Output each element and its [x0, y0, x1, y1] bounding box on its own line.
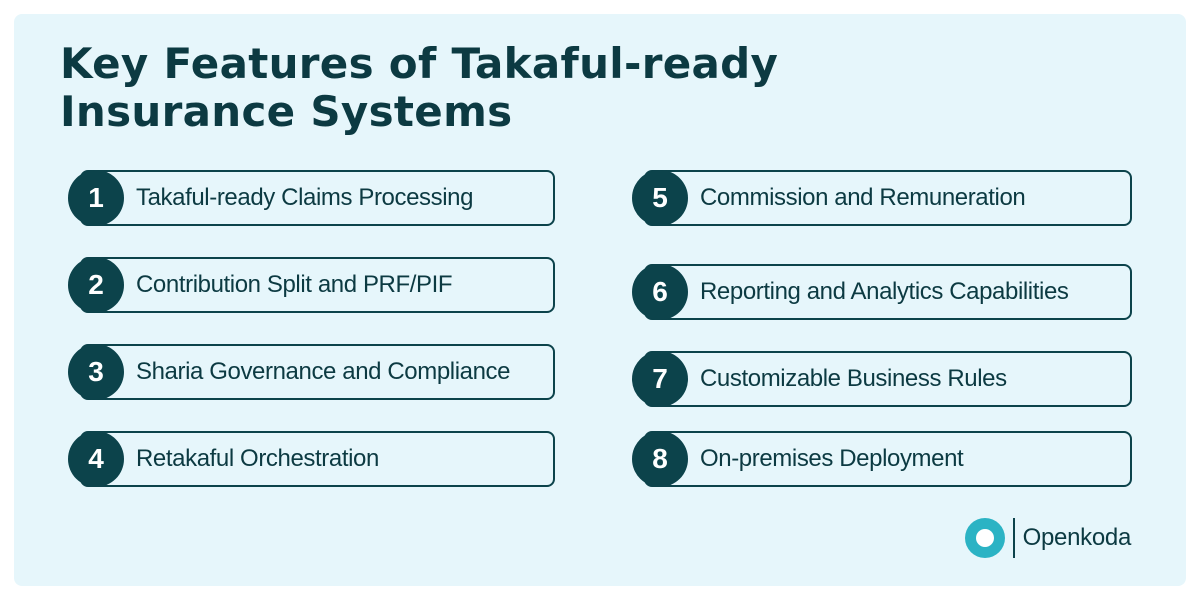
page-title: Key Features of Takaful-ready Insurance … — [60, 40, 880, 136]
feature-label: Reporting and Analytics Capabilities — [700, 278, 1069, 305]
logo-brand-name: Openkoda — [1022, 524, 1132, 551]
feature-pill — [80, 431, 555, 487]
feature-number-badge: 3 — [68, 344, 124, 400]
title-line-2: Insurance Systems — [60, 87, 513, 136]
feature-number-badge: 6 — [632, 264, 688, 320]
feature-label: Takaful-ready Claims Processing — [136, 184, 474, 211]
feature-item-5: 5 Commission and Remuneration — [632, 170, 1132, 226]
feature-item-1: 1 Takaful-ready Claims Processing — [68, 170, 555, 226]
feature-item-8: 8 On-premises Deployment — [632, 431, 1132, 487]
feature-label: Retakaful Orchestration — [136, 445, 379, 472]
feature-label: Commission and Remuneration — [700, 184, 1026, 211]
feature-number-badge: 4 — [68, 431, 124, 487]
feature-pill — [80, 257, 555, 313]
feature-pill — [644, 351, 1132, 407]
logo-ring-hole — [975, 529, 994, 547]
feature-item-6: 6 Reporting and Analytics Capabilities — [632, 264, 1132, 320]
feature-item-7: 7 Customizable Business Rules — [632, 351, 1132, 407]
feature-item-2: 2 Contribution Split and PRF/PIF — [68, 257, 555, 313]
feature-pill — [644, 431, 1132, 487]
feature-label: Sharia Governance and Compliance — [136, 358, 511, 385]
openkoda-logo: Openkoda — [964, 518, 1132, 558]
feature-label: Contribution Split and PRF/PIF — [136, 271, 453, 298]
feature-label: On-premises Deployment — [700, 445, 964, 472]
feature-item-4: 4 Retakaful Orchestration — [68, 431, 555, 487]
feature-label: Customizable Business Rules — [700, 365, 1007, 392]
feature-number-badge: 1 — [68, 170, 124, 226]
feature-pill — [80, 170, 555, 226]
feature-item-3: 3 Sharia Governance and Compliance — [68, 344, 555, 400]
feature-number-badge: 7 — [632, 351, 688, 407]
feature-number-badge: 2 — [68, 257, 124, 313]
openkoda-ring-icon — [964, 518, 1005, 558]
feature-number-badge: 5 — [632, 170, 688, 226]
title-line-1: Key Features of Takaful-ready — [60, 39, 779, 88]
feature-number-badge: 8 — [632, 431, 688, 487]
feature-pill — [80, 344, 555, 400]
logo-divider — [1012, 518, 1015, 558]
